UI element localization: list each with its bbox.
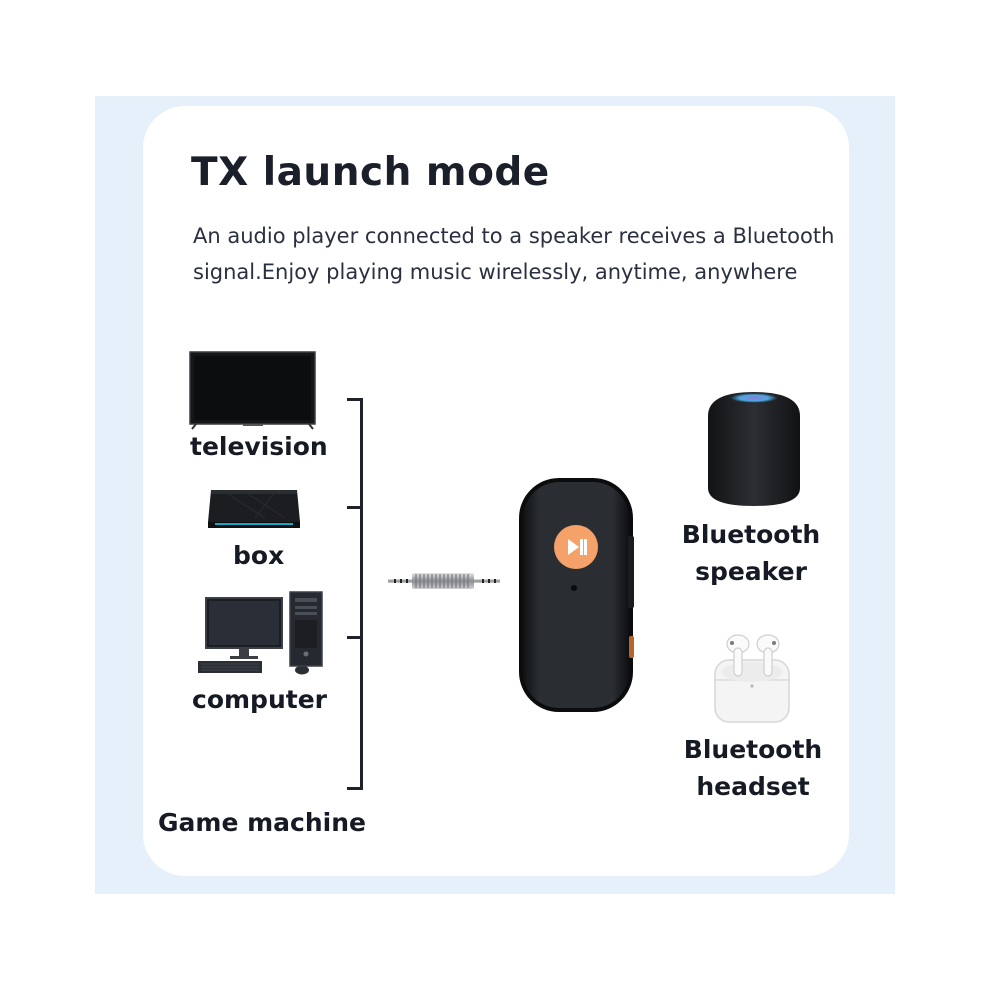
bluetooth-speaker-icon [708, 392, 800, 506]
bracket-vertical-line [360, 398, 363, 790]
bluetooth-speaker-label: Bluetooth speaker [680, 516, 822, 590]
computer-icon [198, 591, 323, 675]
page-subtitle: An audio player connected to a speaker r… [193, 224, 835, 284]
bracket-tick [347, 787, 363, 790]
headset-label-line2: headset [696, 772, 810, 801]
tv-box-icon [208, 490, 300, 528]
game-machine-label: Game machine [158, 808, 366, 837]
television-icon [189, 351, 316, 430]
bluetooth-headset-icon [714, 634, 790, 723]
headset-label-line1: Bluetooth [683, 735, 823, 764]
box-label: box [233, 541, 285, 570]
bluetooth-headset-label: Bluetooth headset [682, 731, 824, 805]
bracket-tick [347, 636, 363, 639]
aux-cable-icon [388, 573, 500, 589]
play-pause-button[interactable] [553, 524, 599, 570]
bracket-tick [347, 506, 363, 509]
computer-label: computer [192, 685, 327, 714]
television-label: television [190, 432, 328, 461]
speaker-label-line2: speaker [695, 557, 807, 586]
page-title: TX launch mode [191, 150, 550, 195]
speaker-label-line1: Bluetooth [681, 520, 821, 549]
bluetooth-transmitter-device [519, 478, 634, 712]
bracket-tick [347, 398, 363, 401]
